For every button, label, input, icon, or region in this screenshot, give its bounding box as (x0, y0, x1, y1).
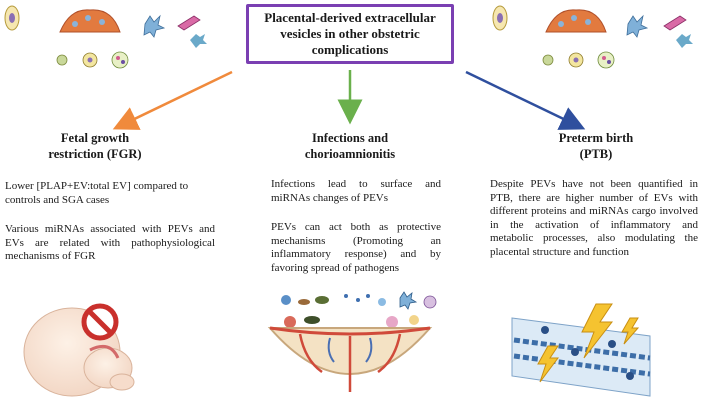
arrow-to-fgr (112, 70, 233, 130)
fgr-para2: Various miRNAs associated with PEVs and … (5, 223, 215, 262)
fgr-para1: Lower [PLAP+EV:total EV] compared to con… (5, 180, 189, 206)
infections-heading-line2: chorioamnionitis (304, 147, 396, 161)
infections-para2: PEVs can act both as protective mechanis… (271, 221, 441, 274)
fetus-with-prohibition-icon (23, 303, 135, 397)
infections-heading: Infections and chorioamnionitis (270, 130, 430, 162)
cells-cluster-left-icon (4, 5, 207, 69)
infections-para1: Infections lead to surface and miRNAs ch… (271, 178, 441, 204)
fgr-heading-line1: Fetal growth (60, 131, 130, 145)
cells-cluster-right-icon (492, 5, 693, 69)
title-box: Placental-derived extracellular vesicles… (246, 4, 454, 64)
infected-placenta-icon (267, 291, 437, 392)
infections-heading-line1: Infections and (311, 131, 389, 145)
fgr-heading-line2: restriction (FGR) (48, 147, 142, 161)
ptb-heading-line1: Preterm birth (558, 131, 634, 145)
arrow-to-ptb (465, 70, 586, 130)
diagram-title: Placental-derived extracellular vesicles… (264, 10, 436, 57)
ptb-para1: Despite PEVs have not been quantified in… (490, 178, 698, 258)
ptb-heading: Preterm birth (PTB) (536, 130, 656, 162)
ptb-heading-line2: (PTB) (579, 147, 613, 161)
fgr-heading: Fetal growth restriction (FGR) (30, 130, 160, 162)
vessel-inflammation-icon (511, 303, 651, 397)
